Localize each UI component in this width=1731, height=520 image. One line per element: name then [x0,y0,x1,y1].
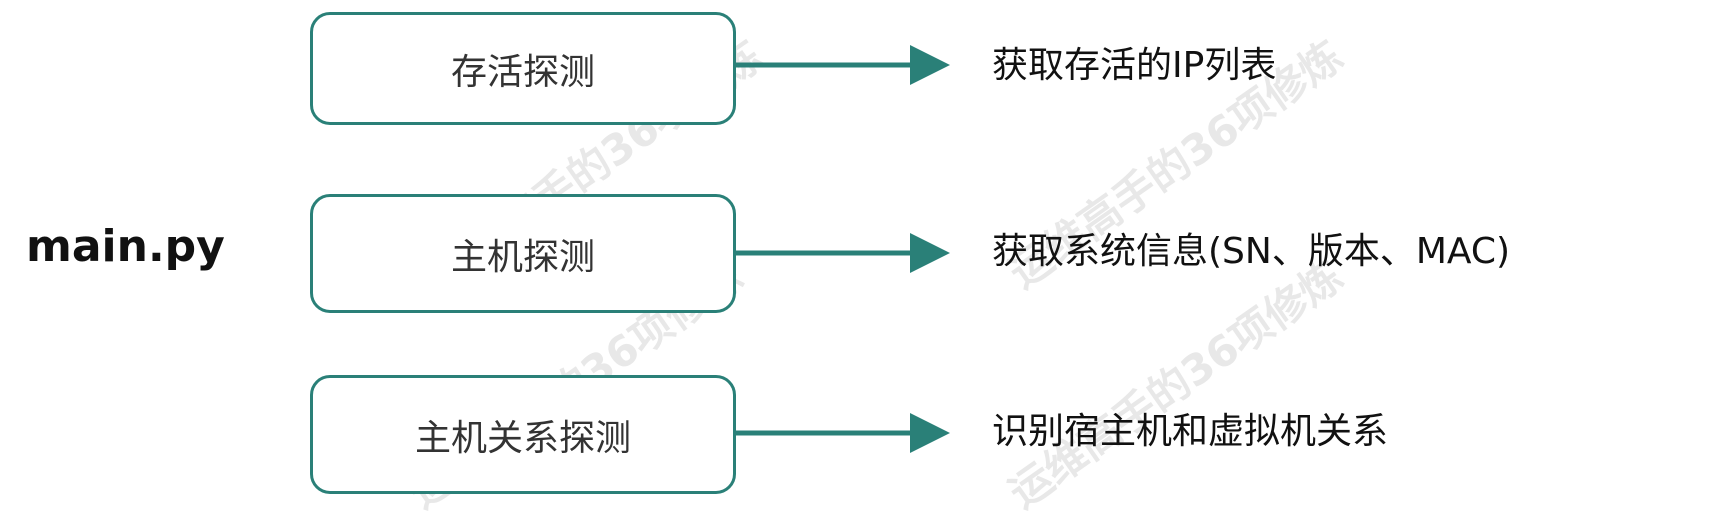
module-box-host-relation-detection: 主机关系探测 [310,375,736,494]
module-label: 主机关系探测 [414,417,631,459]
module-label: 主机探测 [450,236,595,278]
result-text: 识别宿主机和虚拟机关系 [992,411,1389,452]
root-script-label: main.py [26,221,225,272]
module-box-alive-detection: 存活探测 [310,12,736,125]
module-label: 存活探测 [450,51,595,93]
watermark-text: 运维高手的36项修炼 [1000,251,1352,518]
result-text: 获取存活的IP列表 [992,45,1277,86]
result-text: 获取系统信息(SN、版本、MAC) [992,231,1511,272]
module-box-host-detection: 主机探测 [310,194,736,313]
